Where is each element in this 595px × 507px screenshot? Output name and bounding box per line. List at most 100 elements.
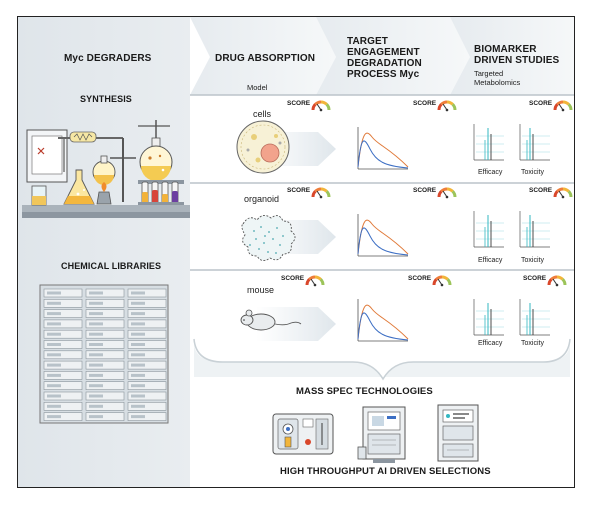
library-plate — [43, 381, 83, 390]
gauge-segment — [550, 275, 558, 281]
gauge-hub — [445, 108, 449, 112]
series-line-blue — [357, 227, 409, 256]
model-illustrations — [236, 120, 302, 331]
library-plate — [127, 288, 167, 298]
gauge-segment — [314, 187, 322, 193]
library-plate — [127, 412, 167, 421]
biomarker-subtitle: Targeted Metabolomics — [474, 69, 520, 87]
score-label: SCORE — [281, 275, 305, 282]
gauge-segment — [547, 278, 553, 286]
biomarker-header: BIOMARKER DRIVEN STUDIES — [474, 44, 559, 66]
library-plate — [127, 329, 167, 339]
library-plate — [127, 298, 167, 308]
plate-label — [47, 404, 61, 408]
target-line-1: TARGET — [347, 36, 388, 47]
gauge-segment — [556, 100, 564, 106]
library-plate — [43, 329, 83, 339]
score-label: SCORE — [287, 100, 311, 107]
synthesis-lab-illustration — [22, 120, 190, 218]
library-plate — [43, 298, 83, 308]
plate-label — [131, 363, 145, 367]
library-plate — [43, 340, 83, 349]
library-plate — [85, 371, 125, 380]
gauge-segment — [311, 103, 317, 111]
library-plate — [43, 288, 83, 298]
gauge-segment — [446, 278, 452, 286]
plate-label — [131, 404, 145, 408]
plate-label — [131, 332, 145, 336]
library-plate — [127, 391, 167, 401]
gauge-hub — [440, 283, 444, 287]
plate-label — [89, 343, 103, 346]
plate-label — [89, 332, 103, 336]
gauge-segment — [314, 275, 322, 281]
library-plate — [43, 309, 83, 318]
mouse-icon — [240, 309, 302, 331]
plate-label — [89, 363, 103, 367]
plate-label — [89, 312, 103, 316]
gauge-hub — [313, 283, 317, 287]
plate-label — [131, 373, 145, 377]
plate-label — [89, 384, 103, 388]
gauge-segment — [314, 100, 322, 106]
gauge-segment — [435, 275, 443, 281]
biomarker-sub-2: Metabolomics — [474, 78, 521, 87]
myc-degraders-header: Myc DEGRADERS — [64, 53, 152, 64]
plate-label — [131, 353, 145, 357]
library-plate — [43, 412, 83, 421]
plate-label — [131, 343, 145, 346]
library-plate — [43, 402, 83, 411]
library-plate — [85, 288, 125, 298]
plate-label — [47, 363, 61, 367]
mass-spec-instruments — [272, 404, 479, 463]
gauge-segment — [440, 100, 448, 106]
score-label: SCORE — [408, 275, 432, 282]
plate-label — [47, 373, 61, 377]
organoid-icon — [241, 215, 296, 261]
instrument-panel-icon — [272, 413, 334, 455]
gauge-segment — [446, 187, 454, 193]
compound-library-racks — [39, 284, 169, 424]
plate-label — [89, 301, 103, 305]
gauge-segment — [441, 275, 449, 281]
plate-label — [47, 353, 61, 357]
library-plate — [43, 391, 83, 401]
library-plate — [85, 381, 125, 390]
selections-label: HIGH THROUGHPUT AI DRIVEN SELECTIONS — [280, 466, 491, 477]
library-plate — [43, 360, 83, 370]
library-plate — [85, 350, 125, 360]
plate-label — [89, 394, 103, 398]
plate-label — [47, 415, 61, 419]
plate-label — [89, 353, 103, 357]
plate-label — [47, 332, 61, 336]
gauge-segment — [325, 190, 331, 198]
target-engagement-header: TARGET ENGAGEMENT DEGRADATION PROCESS My… — [347, 36, 422, 80]
biomarker-line-2: DRIVEN STUDIES — [474, 55, 560, 66]
synthesis-label: SYNTHESIS — [80, 94, 132, 104]
plate-label — [47, 394, 61, 398]
gauge-segment — [320, 187, 328, 193]
library-plate — [43, 319, 83, 329]
gauge-segment — [553, 190, 559, 198]
mass-spectrometer-icon — [357, 406, 406, 463]
plate-label — [89, 322, 103, 326]
gauge-segment — [437, 190, 443, 198]
library-plate — [85, 340, 125, 349]
gauge-segment — [308, 275, 316, 281]
gauge-segment — [437, 103, 443, 111]
target-line-4: PROCESS Myc — [347, 69, 420, 80]
score-label: SCORE — [287, 187, 311, 194]
series-line-blue — [357, 312, 409, 341]
drug-absorption-header: DRUG ABSORPTION — [215, 53, 316, 64]
gauge-segment — [320, 100, 328, 106]
score-label: SCORE — [529, 100, 553, 107]
plate-label — [47, 384, 61, 388]
target-line-3: DEGRADATION — [347, 58, 422, 69]
plate-label — [131, 384, 145, 388]
gauge-hub — [561, 108, 565, 112]
gauge-segment — [446, 100, 454, 106]
gauge-hub — [319, 195, 323, 199]
library-plate — [85, 298, 125, 308]
gauge-segment — [567, 190, 573, 198]
plate-label — [131, 394, 145, 398]
